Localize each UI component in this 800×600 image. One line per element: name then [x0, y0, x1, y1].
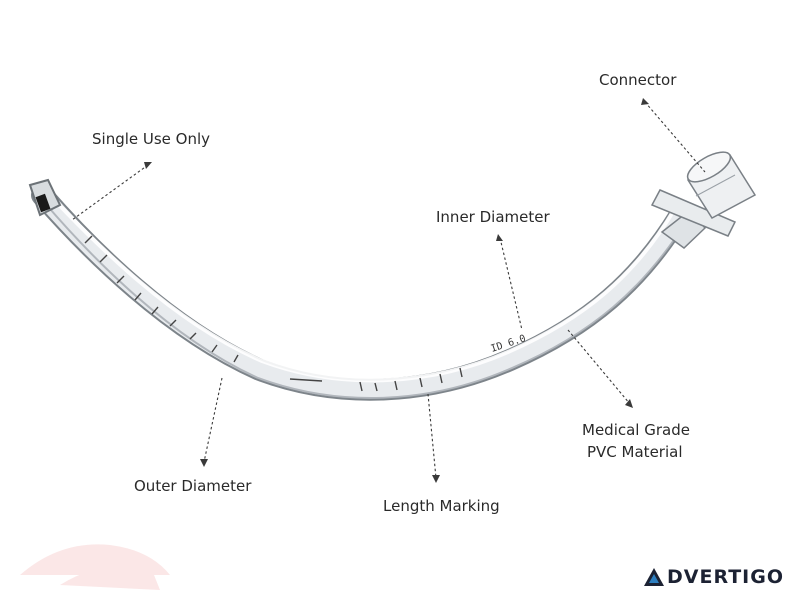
leader-outer-diameter	[203, 377, 223, 463]
label-connector: Connector	[599, 71, 677, 89]
brand-logo: DVERTIGO	[643, 564, 784, 590]
tube-tip	[28, 178, 62, 217]
label-outer-diameter: Outer Diameter	[134, 477, 252, 495]
arrowheads	[144, 98, 649, 483]
label-length-marking: Length Marking	[383, 497, 500, 515]
length-tick-marks	[84, 235, 463, 392]
label-material-line1: Medical Grade	[582, 421, 690, 439]
brand-name: DVERTIGO	[666, 566, 784, 588]
leader-material	[567, 329, 631, 405]
leader-single-use	[71, 164, 149, 221]
leader-connector	[644, 101, 706, 173]
brand-triangle-icon	[643, 568, 664, 586]
leader-inner-diameter	[499, 237, 523, 331]
watermark-shape	[20, 544, 170, 590]
leader-lines	[71, 101, 706, 479]
leader-length-marking	[427, 393, 437, 479]
connector-part	[650, 151, 757, 249]
label-material-line2: PVC Material	[587, 443, 683, 461]
label-single-use: Single Use Only	[92, 130, 210, 148]
label-inner-diameter: Inner Diameter	[436, 208, 550, 226]
tube-body	[31, 184, 691, 401]
